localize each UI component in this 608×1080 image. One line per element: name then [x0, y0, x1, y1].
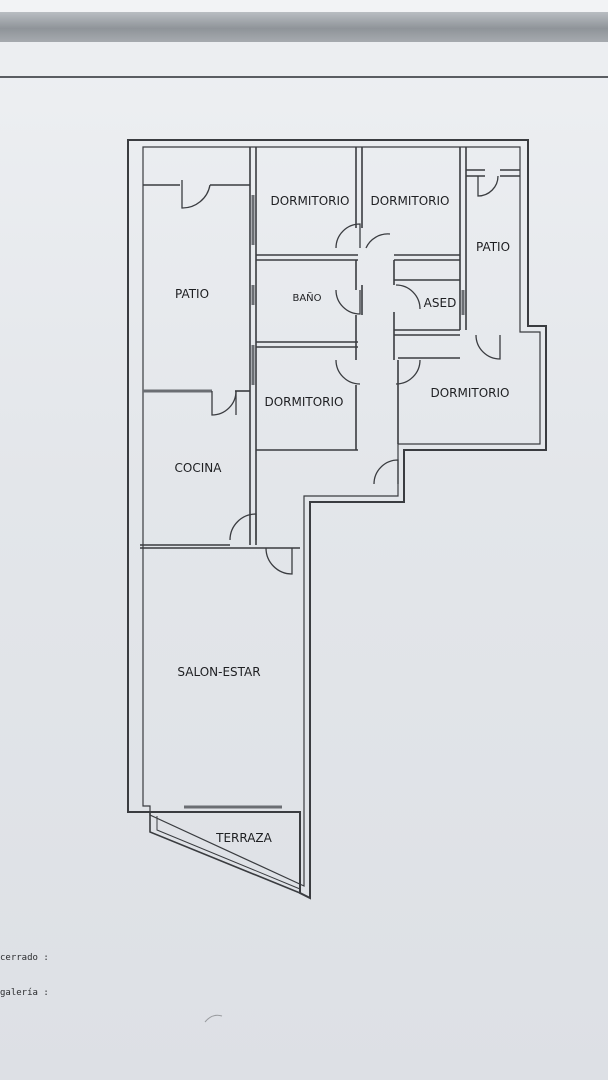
room-label-dormitorio: DORMITORIO: [370, 194, 449, 208]
outer-wall: [127, 139, 547, 900]
interior-walls: [256, 147, 520, 451]
room-label-dormitorio: DORMITORIO: [264, 395, 343, 409]
room-label-ased: ASED: [424, 296, 457, 310]
terrace-walls: [149, 805, 301, 894]
room-label-salon-estar: SALON-ESTAR: [177, 665, 260, 679]
room-label-patio: PATIO: [175, 287, 209, 301]
room-label-dormitorio: DORMITORIO: [430, 386, 509, 400]
room-label-terraza: TERRAZA: [215, 831, 273, 845]
room-label-bano: BAÑO: [292, 291, 321, 304]
drawing-frame-line: [0, 76, 608, 78]
legend-galeria: galería :: [0, 988, 49, 998]
window-marks: [251, 195, 465, 385]
room-label-patio: PATIO: [476, 240, 510, 254]
door-swings: [181, 175, 501, 575]
left-column-walls: [140, 147, 300, 549]
pencil-mark: [204, 1014, 223, 1023]
room-label-cocina: COCINA: [175, 461, 223, 475]
page-header-gap: [0, 42, 608, 76]
binder-strip: [0, 12, 608, 42]
room-label-dormitorio: DORMITORIO: [270, 194, 349, 208]
legend-cerrado: cerrado :: [0, 953, 49, 963]
page-top-edge: [0, 0, 608, 12]
